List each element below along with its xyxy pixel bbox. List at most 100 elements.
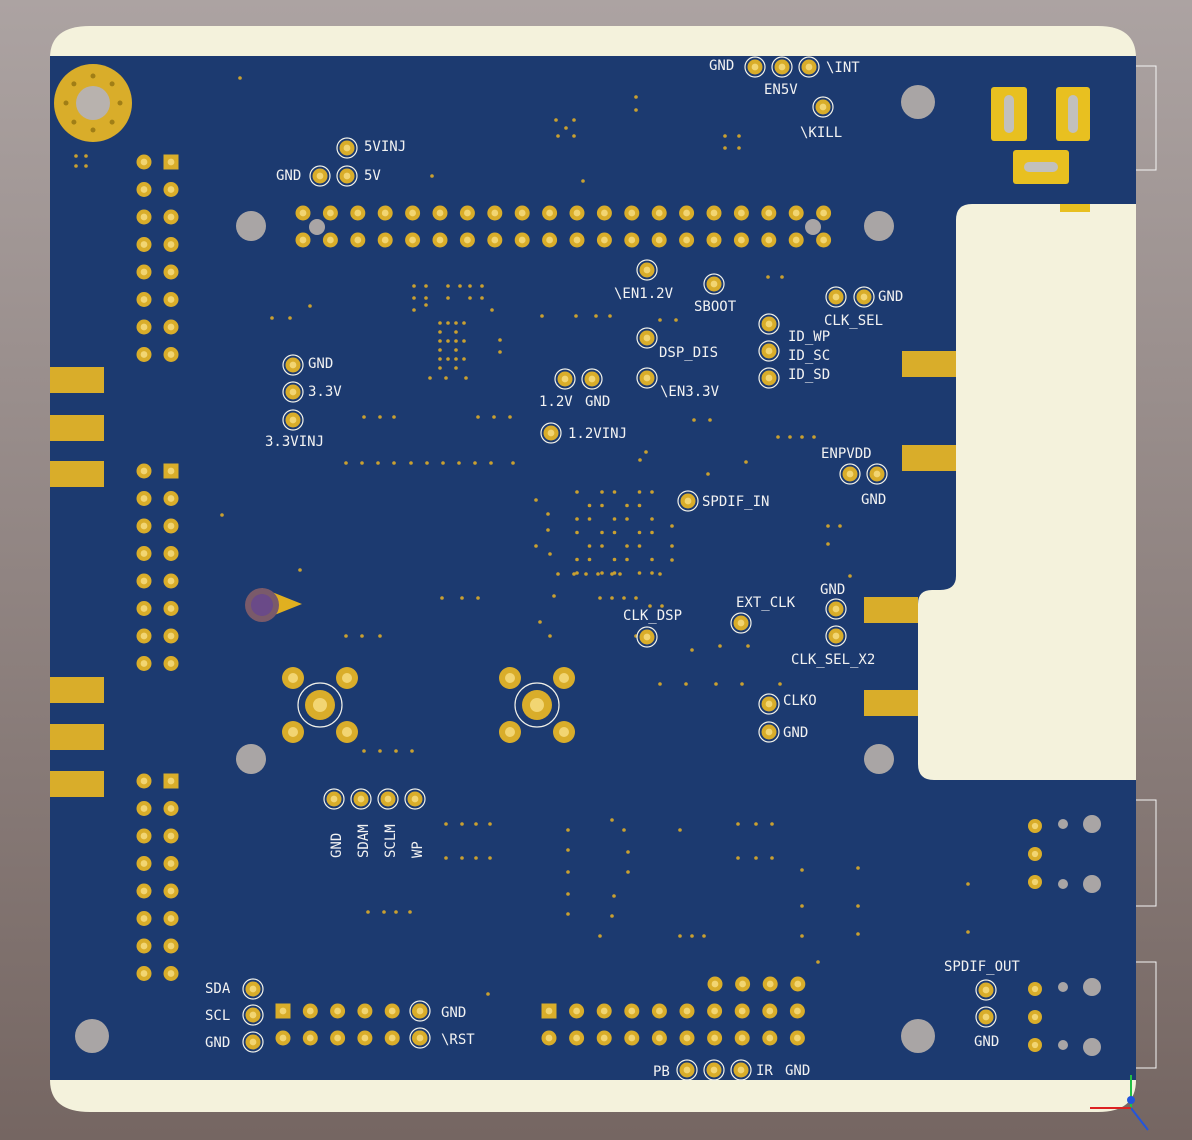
label-12vinj: 1.2VINJ [568, 426, 627, 442]
io-header-pin [734, 1003, 750, 1019]
label-pb: PB [653, 1064, 670, 1080]
via [498, 350, 502, 354]
top-header-pin [514, 232, 530, 248]
top-header-pin [733, 205, 749, 221]
via [441, 461, 445, 465]
via [566, 828, 570, 832]
via [376, 461, 380, 465]
via [770, 856, 774, 860]
io-header-pin [790, 976, 806, 992]
test-point [758, 693, 780, 715]
via [488, 856, 492, 860]
label-sboot: SBOOT [694, 299, 737, 315]
via [424, 284, 428, 288]
header-pin [163, 601, 179, 616]
via [778, 682, 782, 686]
test-point [377, 788, 399, 810]
via [489, 461, 493, 465]
via [658, 682, 662, 686]
via [674, 318, 678, 322]
header-pin [163, 319, 179, 335]
label-5v: 5V [364, 168, 381, 184]
test-point [744, 56, 766, 78]
header-pin [136, 347, 152, 362]
test-point [636, 259, 658, 281]
label-dsp-dis: DSP_DIS [659, 345, 718, 361]
via [612, 490, 617, 494]
test-point [758, 340, 780, 362]
via [392, 415, 396, 419]
top-header-pin [706, 205, 722, 221]
io-header-pin [762, 976, 778, 992]
test-point [771, 56, 793, 78]
header-pin [136, 264, 152, 280]
via [457, 461, 461, 465]
header-pin [136, 773, 152, 789]
via [546, 528, 550, 532]
via [428, 376, 432, 380]
test-point-rst [409, 1027, 431, 1049]
via [438, 357, 442, 361]
test-point [812, 96, 834, 118]
via [546, 512, 550, 516]
via [412, 308, 416, 312]
top-header-pin [432, 232, 448, 248]
header-pin [163, 264, 179, 280]
test-point [636, 367, 658, 389]
via [612, 894, 616, 898]
label-gnd-top: GND [709, 58, 734, 74]
via [600, 503, 604, 508]
via [438, 348, 442, 352]
test-point [866, 463, 888, 485]
via [382, 910, 386, 914]
label-gnd-5v: GND [276, 168, 301, 184]
via [856, 904, 860, 908]
via [394, 910, 398, 914]
top-header-pin [459, 232, 475, 248]
via [690, 934, 694, 938]
via [838, 524, 842, 528]
via [534, 498, 538, 502]
via [625, 544, 629, 548]
via [598, 596, 602, 600]
via [540, 314, 544, 318]
label-wp: WP [410, 841, 426, 858]
via [650, 530, 654, 535]
io-header-pin [651, 1030, 667, 1046]
via [438, 321, 442, 325]
top-header-pin [322, 232, 338, 248]
via [575, 557, 579, 562]
label-en33: \EN3.3V [660, 384, 720, 400]
header-pin [136, 911, 152, 926]
via [634, 95, 638, 99]
header-pin [136, 573, 152, 589]
label-33vinj: 3.3VINJ [265, 434, 324, 450]
header-pin [136, 938, 152, 954]
mounting-holes [75, 85, 1101, 1056]
hole [805, 219, 821, 235]
header-pin-1 [163, 463, 179, 479]
top-header-pin [761, 232, 777, 248]
label-gnd-33: GND [308, 356, 333, 372]
test-point [975, 1006, 997, 1028]
via [800, 934, 804, 938]
header-pin [163, 182, 179, 197]
via [344, 461, 348, 465]
via [670, 558, 674, 562]
via [575, 571, 579, 575]
via [498, 338, 502, 342]
header-pin [163, 209, 179, 225]
header-pin [136, 801, 152, 816]
via [770, 822, 774, 826]
header-pin [136, 182, 152, 197]
via [476, 596, 480, 600]
io-header-pin [596, 1030, 612, 1046]
label-spdif-out: SPDIF_OUT [944, 959, 1020, 975]
via [587, 517, 592, 521]
jack-pad [1028, 1010, 1042, 1024]
label-gnd-i2c: GND [205, 1035, 230, 1051]
via [708, 418, 712, 422]
via [464, 376, 468, 380]
